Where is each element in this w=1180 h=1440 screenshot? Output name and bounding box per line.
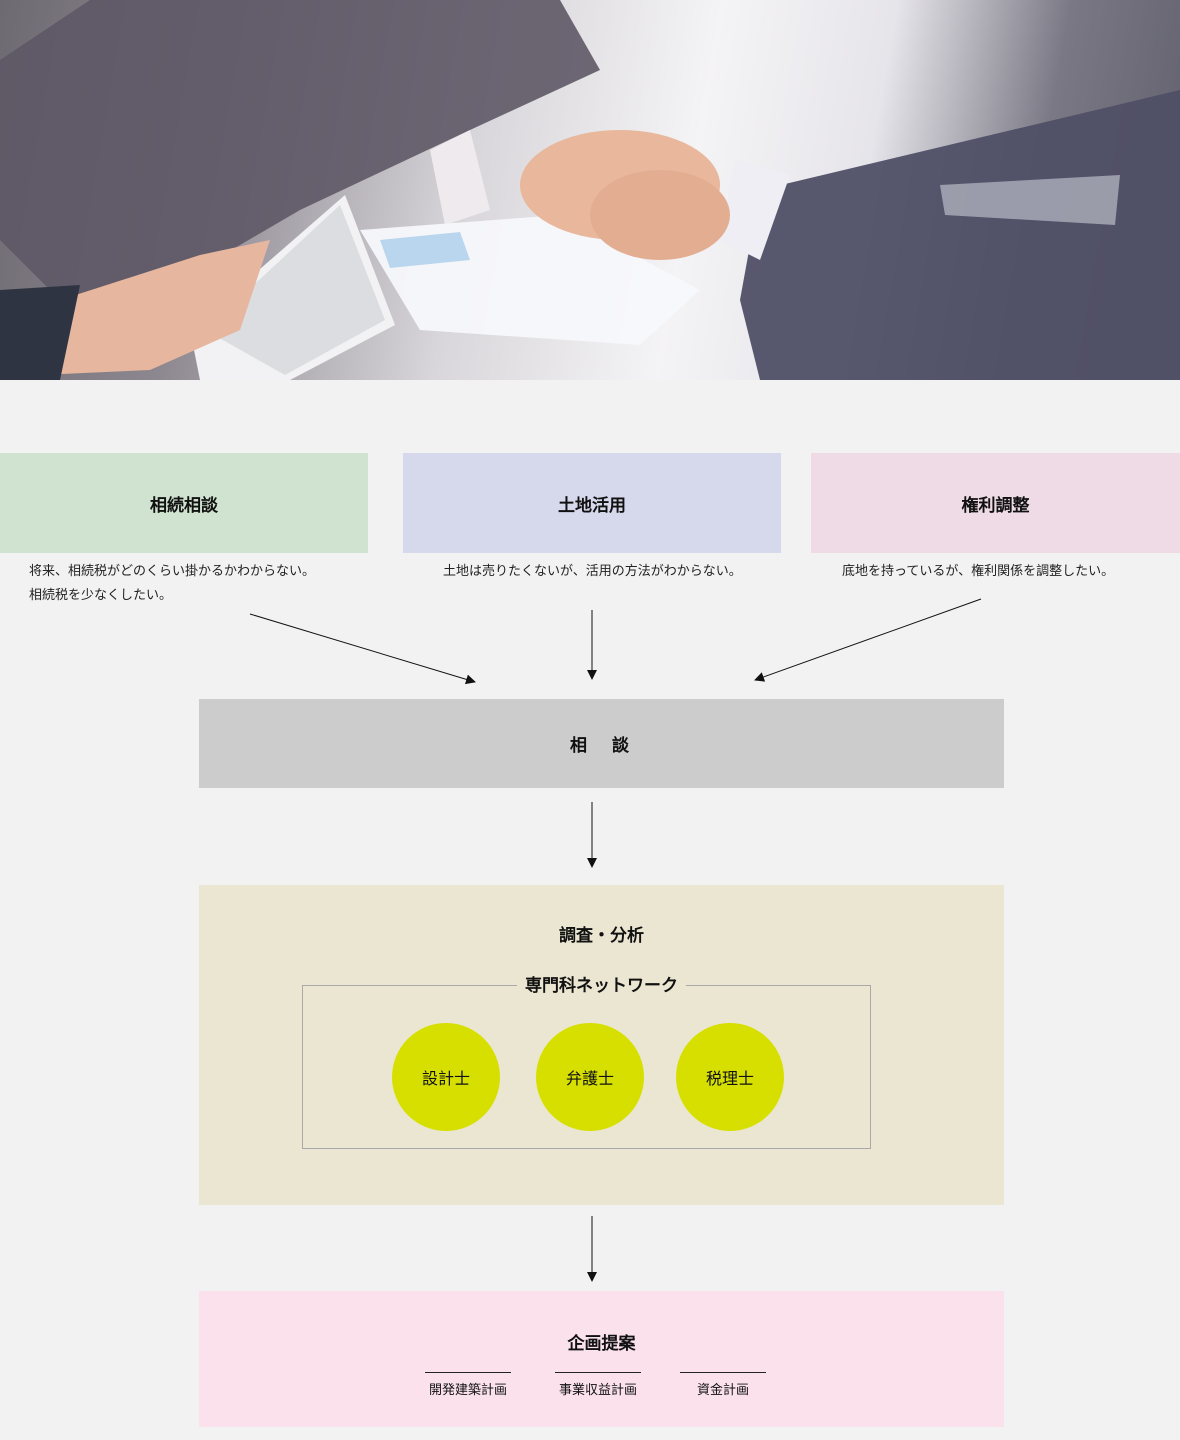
consult-title: 相 談 [570, 736, 633, 756]
research-title: 調査・分析 [559, 926, 644, 946]
description-line: 相続税を少なくしたい。 [29, 588, 173, 603]
research-box: 調査・分析 専門科ネットワーク 設計士 弁護士 税理士 [199, 885, 1004, 1205]
expert-architect: 設計士 [392, 1023, 500, 1131]
proposal-title: 企画提案 [567, 1334, 636, 1354]
network-title: 専門科ネットワーク [517, 976, 686, 996]
proposal-box: 企画提案 開発建築計画 事業収益計画 資金計画 [199, 1291, 1004, 1427]
category-box-rights: 権利調整 [811, 453, 1180, 553]
category-description-rights: 底地を持っているが、権利関係を調整したい。 [842, 560, 1114, 584]
category-description-land-use: 土地は売りたくないが、活用の方法がわからない。 [443, 560, 742, 584]
category-description-inheritance: 将来、相続税がどのくらい掛かるかわからない。 相続税を少なくしたい。 [29, 560, 315, 608]
description-line: 将来、相続税がどのくらい掛かるかわからない。 [29, 564, 316, 579]
expert-lawyer: 弁護士 [536, 1023, 644, 1131]
consult-box: 相 談 [199, 699, 1004, 788]
expert-tax-accountant: 税理士 [676, 1023, 784, 1131]
arrow-inheritance-to-consult [249, 613, 476, 685]
description-line: 底地を持っているが、権利関係を調整したい。 [842, 564, 1115, 579]
arrow-rights-to-consult [754, 598, 982, 682]
expert-label: 弁護士 [565, 1069, 614, 1088]
plan-business-profit: 事業収益計画 [555, 1372, 641, 1398]
category-box-inheritance: 相続相談 [0, 453, 368, 553]
expert-label: 税理士 [705, 1069, 754, 1088]
plan-funding: 資金計画 [680, 1372, 766, 1398]
category-box-land-use: 土地活用 [403, 453, 781, 553]
category-title: 権利調整 [961, 495, 1030, 516]
network-title-wrap: 専門科ネットワーク [199, 971, 1004, 996]
expert-label: 設計士 [421, 1069, 470, 1088]
handshake-photo-icon [0, 0, 1180, 380]
description-line: 土地は売りたくないが、活用の方法がわからない。 [443, 564, 742, 579]
category-title: 相続相談 [150, 495, 218, 516]
hero-image [0, 0, 1180, 380]
plan-development: 開発建築計画 [425, 1372, 511, 1398]
category-title: 土地活用 [558, 495, 626, 516]
